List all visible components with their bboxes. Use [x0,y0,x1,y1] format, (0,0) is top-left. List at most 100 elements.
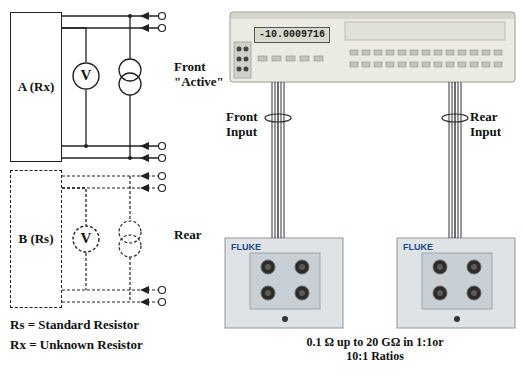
junction-dot [128,156,132,160]
terminal-symbol [159,173,166,180]
input-cable [277,82,278,238]
current-source-symbol [119,59,141,81]
arrowhead-symbol [140,12,149,20]
voltmeter-symbol: V [72,225,100,253]
brand-mark: FLUKE [403,242,511,252]
node-label: A (Rx) [18,80,54,95]
rear-wiring [62,176,158,302]
binding-post [295,286,309,300]
rear-wiring [129,257,130,302]
meter-button [434,50,442,55]
sense-wire [62,188,86,225]
rear-wiring [119,235,141,257]
terminal-symbol [159,173,166,306]
connector-group [449,82,461,238]
connector-group [62,188,86,225]
voltmeter-symbol: V [72,62,100,90]
meter-button [482,50,490,55]
node-label: B (Rs) [18,232,53,247]
cable-strand [452,82,453,238]
meter-button [434,62,442,67]
binding-post-core [265,290,271,296]
voltmeter-circle [73,226,99,252]
resistor-housing [397,238,515,328]
terminal-symbol [159,13,166,162]
meter-terminal [237,47,242,52]
meter-button [350,62,358,67]
range-caption: 0.1 Ω up to 20 GΩ in 1:1or 10:1 Ratios [300,336,450,364]
binding-post [261,260,275,274]
current-source-symbol [119,59,141,95]
arrowhead-symbol [140,298,149,306]
terminal-symbol [159,143,166,150]
brand-mark: FLUKE [231,242,339,252]
meter-button [272,56,281,61]
voltmeter-circle [73,63,99,89]
binding-post-core [265,264,477,296]
binding-post [261,286,275,300]
standard-resistor: FLUKE [225,238,345,328]
meter-button [314,56,323,61]
arrowhead-symbol [140,172,149,180]
meter-button [410,50,418,55]
binding-post [467,260,481,274]
binding-post-core [437,290,443,296]
input-cable [454,82,455,238]
arrowhead-symbol [140,154,149,162]
binding-post-core [299,264,305,270]
resistor-housing [225,238,515,328]
meter-terminal [237,47,249,72]
rear-wiring [85,253,86,290]
front-wiring [85,90,86,146]
node-label: V [81,230,92,247]
meter-button [458,50,466,55]
junction-dot [84,144,88,148]
meter-terminal [244,47,249,52]
resistor-box: B (Rs) [10,170,62,308]
meter-button [386,62,394,67]
meter-button [386,50,394,55]
arrowhead-symbol [140,142,149,150]
meter-button [374,62,382,67]
binding-post [433,286,447,300]
terminal-symbol [159,287,166,294]
meter-button [398,62,406,67]
source-label: Rear [174,228,234,243]
meter-button [286,56,295,61]
cable-band [265,114,468,122]
front-wiring [62,16,158,158]
multimeter-body [230,12,515,82]
binding-post-core [437,264,443,270]
meter-button [258,50,502,67]
cable-strand [284,82,285,238]
connector-group [62,28,86,62]
input-label: Rear Input [470,110,512,140]
cable-strand [272,82,273,238]
terminal-symbol [159,25,166,32]
meter-button [362,50,370,55]
arrowhead-symbol [140,12,149,162]
meter-terminal [237,57,242,62]
multimeter: -10.0009716 [230,12,515,82]
cable-strand [275,82,276,238]
cable-strand [461,82,462,238]
terminal-symbol [159,299,166,306]
arrowhead-symbol [140,286,149,294]
meter-button [446,62,454,67]
sense-wire [62,28,86,62]
meter-button [482,62,490,67]
display-reading: -10.0009716 [254,27,330,43]
meter-button [300,56,309,61]
meter-terminal [244,57,249,62]
multimeter-body [234,42,251,78]
meter-button [398,50,406,55]
meter-button [422,62,430,67]
guard-jack [282,316,288,322]
front-wiring [129,16,130,59]
legend-note: Rs = Standard Resistor [10,318,210,333]
front-wiring [129,95,130,158]
terminal-symbol [159,185,166,192]
arrowhead-symbol [140,172,149,306]
multimeter-body [345,22,505,40]
